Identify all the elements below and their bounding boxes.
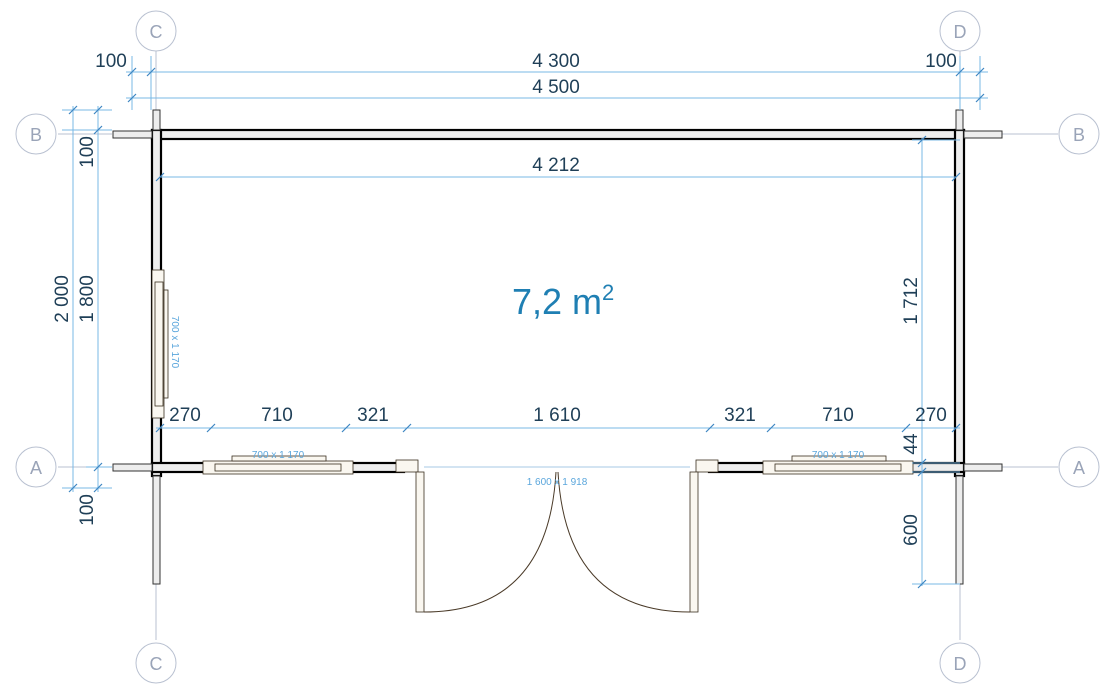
dim-top-overhang-right: 100 — [925, 51, 957, 72]
dimension-right: 1 712 44 600 — [901, 135, 960, 589]
svg-text:B: B — [1073, 125, 1085, 145]
svg-text:C: C — [150, 22, 163, 42]
room-area-label: 7,2 m2 — [512, 280, 614, 322]
svg-text:4 212: 4 212 — [532, 155, 580, 176]
axis-bubble-d-bottom: D — [939, 642, 981, 684]
axis-bubble-c-top: C — [135, 10, 177, 52]
dim-left-overhang-top: 100 — [77, 136, 98, 168]
dim-front-4: 1 610 — [533, 405, 581, 426]
dim-right-inner: 1 712 — [901, 277, 922, 325]
window-front-left: 700 x 1 170 — [202, 450, 354, 475]
log-ends — [112, 109, 1003, 585]
svg-text:700 x 1 170: 700 x 1 170 — [252, 450, 305, 461]
svg-text:700 x 1 170: 700 x 1 170 — [812, 450, 865, 461]
dimension-left: 2 000 1 800 100 100 — [52, 105, 112, 526]
svg-text:A: A — [1073, 458, 1085, 478]
dim-front-3: 321 — [357, 405, 389, 426]
axis-bubble-d-top: D — [939, 10, 981, 52]
svg-text:C: C — [150, 654, 163, 674]
svg-text:1 600 x 1 918: 1 600 x 1 918 — [527, 477, 588, 488]
dim-top-total: 4 500 — [532, 77, 580, 98]
dimension-top: 100 4 300 100 4 500 — [95, 51, 988, 110]
axis-bubble-b-right: B — [1058, 113, 1100, 155]
dim-front-6: 710 — [822, 405, 854, 426]
svg-text:7,2 m2: 7,2 m2 — [512, 280, 614, 322]
dim-left-total: 2 000 — [52, 275, 73, 323]
dim-right-canopy: 600 — [901, 514, 922, 546]
dimension-inner-width: 4 212 — [155, 155, 961, 182]
dim-front-5: 321 — [724, 405, 756, 426]
window-front-right: 700 x 1 170 — [762, 450, 914, 475]
svg-text:A: A — [30, 458, 42, 478]
dim-front-2: 710 — [261, 405, 293, 426]
dim-front-1: 270 — [169, 405, 201, 426]
svg-text:D: D — [954, 654, 967, 674]
dim-front-7: 270 — [915, 405, 947, 426]
axis-bubble-a-right: A — [1058, 446, 1100, 488]
axis-bubble-a-left: A — [15, 446, 57, 488]
svg-text:D: D — [954, 22, 967, 42]
dim-top-inner-span: 4 300 — [532, 51, 580, 72]
svg-text:B: B — [30, 125, 42, 145]
window-left-side: 700 x 1 170 — [151, 269, 180, 419]
axis-bubble-c-bottom: C — [135, 642, 177, 684]
dim-right-small: 44 — [901, 433, 922, 455]
dim-left-overhang-bottom: 100 — [77, 494, 98, 526]
dimension-front: 270 710 321 1 610 321 710 270 — [155, 405, 961, 433]
dim-top-overhang-left: 100 — [95, 51, 127, 72]
svg-text:700 x 1 170: 700 x 1 170 — [169, 316, 180, 369]
axis-bubble-b-left: B — [15, 113, 57, 155]
dim-left-inner: 1 800 — [77, 275, 98, 323]
double-door: 1 600 x 1 918 — [395, 459, 719, 613]
